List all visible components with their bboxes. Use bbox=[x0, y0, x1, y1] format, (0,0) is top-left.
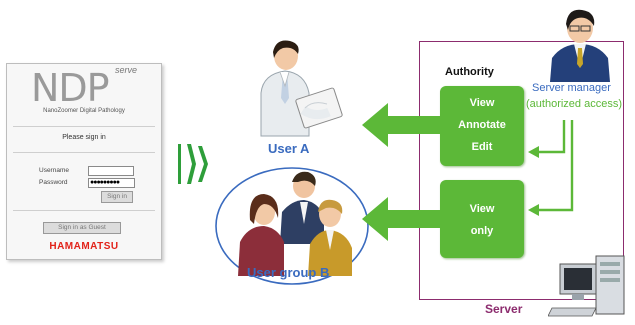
sign-in-button[interactable]: Sign in bbox=[101, 191, 133, 203]
permission-view: View bbox=[469, 203, 495, 215]
authority-box-full: View Annotate Edit bbox=[440, 86, 524, 166]
please-sign-in-text: Please sign in bbox=[62, 134, 106, 141]
chevron-arrows-icon bbox=[178, 144, 208, 184]
divider bbox=[13, 152, 155, 153]
user-a-figure bbox=[260, 40, 343, 137]
permission-annotate: Annotate bbox=[458, 119, 506, 131]
divider bbox=[13, 210, 155, 211]
logo-subtitle: NanoZoomer Digital Pathology bbox=[43, 108, 125, 114]
arrow-to-group-b-icon bbox=[362, 197, 442, 241]
username-field[interactable] bbox=[88, 166, 134, 176]
user-a-label: User A bbox=[268, 141, 310, 156]
hamamatsu-logo: HAMAMATSU bbox=[49, 241, 119, 252]
server-manager-figure bbox=[550, 9, 610, 82]
permission-only: only bbox=[470, 225, 494, 237]
ndp-logo: NDP bbox=[31, 66, 110, 110]
username-label: Username bbox=[39, 167, 69, 174]
authority-title: Authority bbox=[445, 66, 494, 78]
user-group-b-circle bbox=[215, 167, 369, 285]
server-label: Server bbox=[485, 302, 523, 316]
server-manager-label: Server manager bbox=[532, 82, 611, 94]
user-group-b-label: User group B bbox=[247, 265, 330, 280]
sign-in-as-guest-button[interactable]: Sign in as Guest bbox=[43, 222, 121, 234]
logo-serve-text: serve bbox=[115, 65, 138, 75]
server-computer-icon bbox=[548, 255, 625, 317]
permission-edit: Edit bbox=[471, 141, 493, 153]
server-frame bbox=[419, 41, 624, 300]
manager-connector-arrows bbox=[528, 120, 574, 216]
divider bbox=[13, 126, 155, 127]
permission-view: View bbox=[469, 97, 495, 109]
login-panel: serve NDP NanoZoomer Digital Pathology P… bbox=[6, 63, 162, 260]
arrow-to-user-a-icon bbox=[362, 103, 442, 147]
authority-box-view-only: View only bbox=[440, 180, 524, 258]
password-field[interactable]: ●●●●●●●●● bbox=[88, 178, 135, 188]
authorized-access-label: (authorized access) bbox=[526, 98, 622, 110]
password-label: Password bbox=[39, 179, 68, 186]
